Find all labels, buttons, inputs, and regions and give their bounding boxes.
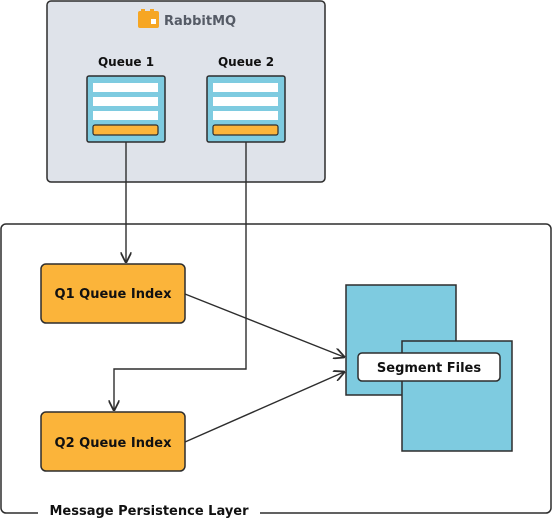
- queue-2-slot: [213, 111, 278, 120]
- segment-files-label: Segment Files: [377, 361, 481, 376]
- queue-1-slot: [93, 111, 158, 120]
- queue-2: Queue 2: [206, 55, 286, 143]
- queue-2-label: Queue 2: [218, 55, 274, 69]
- queue-1-slot: [93, 97, 158, 106]
- queue-1: Queue 1: [86, 55, 166, 143]
- queue-2-slot: [213, 83, 278, 92]
- rabbitmq-logo: RabbitMQ: [138, 9, 236, 29]
- segment-files: Segment Files: [345, 284, 513, 452]
- q1-queue-index-label: Q1 Queue Index: [55, 287, 173, 302]
- queue-1-slot: [93, 83, 158, 92]
- arrow-queue2-to-q2-index: [114, 142, 247, 410]
- arrow-q2-index-to-segment-files: [184, 372, 344, 443]
- queue-2-active-message: [212, 124, 279, 136]
- arrow-q1-index-to-segment-files: [184, 293, 344, 357]
- q2-queue-index: Q2 Queue Index: [40, 411, 186, 472]
- q1-queue-index: Q1 Queue Index: [40, 263, 186, 324]
- queue-2-slot: [213, 97, 278, 106]
- rabbitmq-logo-text: RabbitMQ: [164, 14, 236, 29]
- queue-1-active-message: [92, 124, 159, 136]
- persistence-layer-label: Message Persistence Layer: [49, 504, 249, 519]
- queue-1-label: Queue 1: [98, 55, 154, 69]
- q2-queue-index-label: Q2 Queue Index: [55, 436, 173, 451]
- persistence-layer-label-bg: [38, 500, 260, 522]
- q1-queue-index-box: [40, 263, 186, 324]
- segment-files-label-box: [357, 352, 501, 382]
- rabbitmq-logo-icon: [138, 9, 159, 28]
